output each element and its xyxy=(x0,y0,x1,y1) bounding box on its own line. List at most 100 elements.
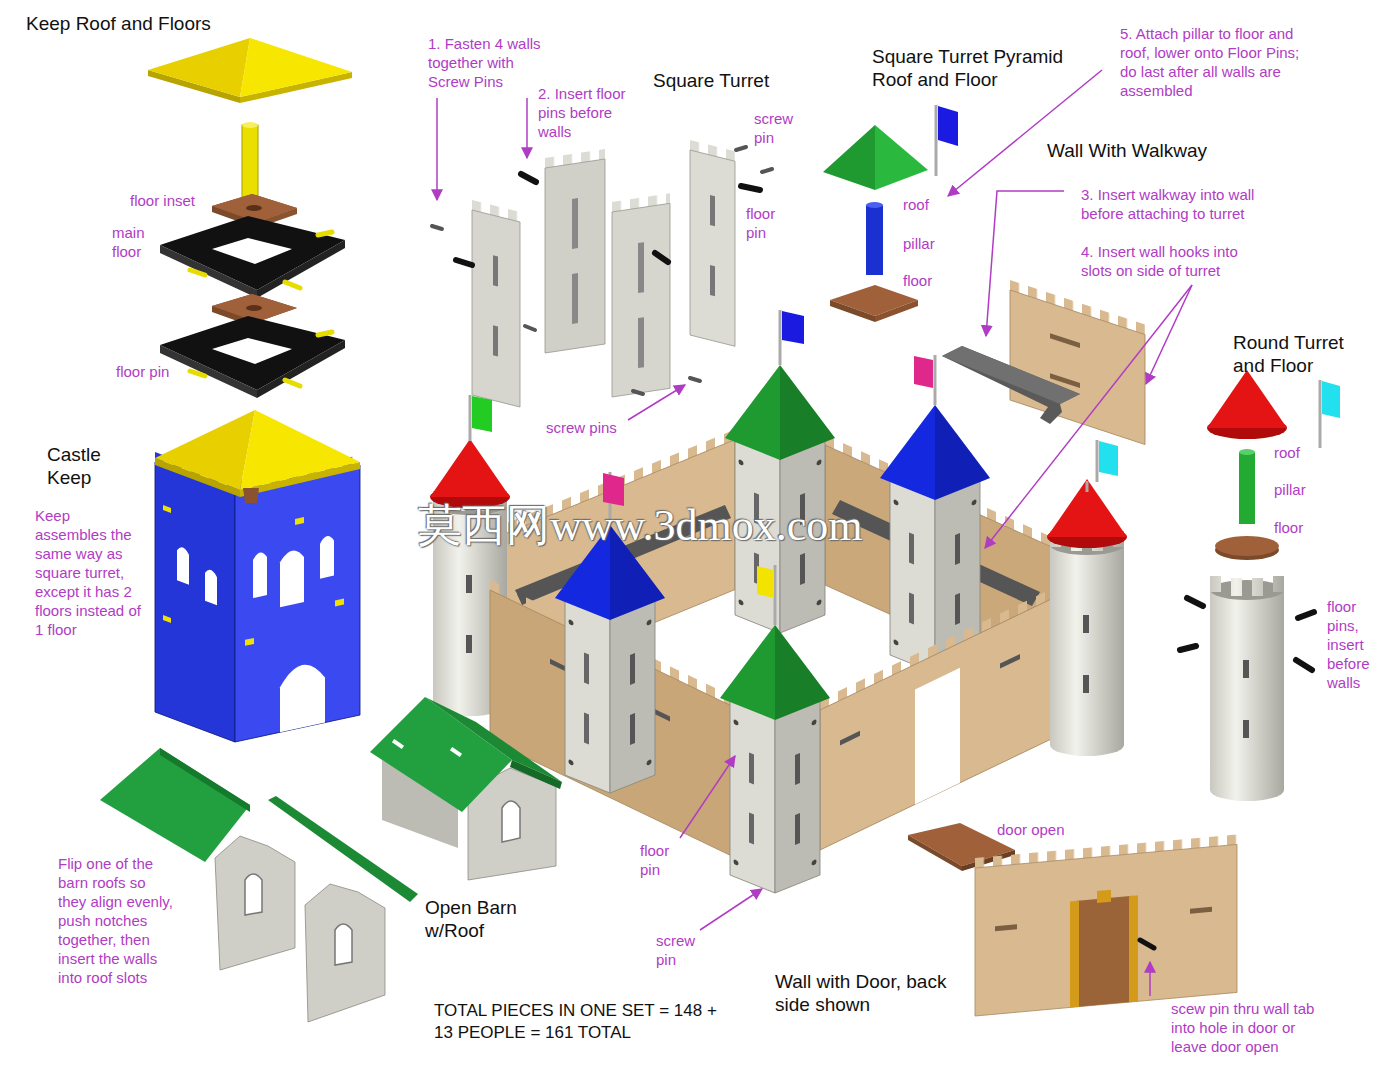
round-turret-parts xyxy=(1215,536,1279,556)
turret-wall-panels xyxy=(612,203,670,397)
callout-note: floor xyxy=(903,271,963,290)
castle-keep xyxy=(320,535,334,579)
watermark: 莫西网www.3dmox.com xyxy=(418,500,862,552)
castle-keep xyxy=(155,462,235,742)
door-wall-parts xyxy=(995,924,1017,931)
leader-lines xyxy=(628,385,685,420)
castle-keep xyxy=(163,505,171,513)
callout-note: screw pins xyxy=(546,418,626,437)
walkway-wall-parts xyxy=(942,280,1145,445)
round-turret-parts xyxy=(1322,381,1340,418)
assembled-castle xyxy=(720,625,830,720)
callout-note: screw pin xyxy=(656,931,704,969)
keep-roof-exploded xyxy=(242,125,258,200)
leader-lines xyxy=(680,756,735,838)
turret-wall-panels xyxy=(493,255,498,286)
turret-wall-panels xyxy=(638,242,644,293)
assembled-castle xyxy=(725,365,835,460)
castle-keep xyxy=(155,452,235,742)
round-turret-parts xyxy=(1298,612,1314,618)
keep-floors-exploded xyxy=(285,380,300,386)
keep-floors-exploded xyxy=(246,205,262,211)
turret-wall-panels xyxy=(710,265,715,296)
door-wall-parts xyxy=(975,834,1237,1016)
turret-wall-panels xyxy=(493,325,498,356)
castle-keep xyxy=(295,517,304,525)
door-wall-parts xyxy=(908,835,962,871)
callout-note: floor pin xyxy=(746,204,791,242)
keep-roof-exploded xyxy=(240,38,352,97)
section-heading: Wall With Walkway xyxy=(1047,139,1247,162)
callout-note: pillar xyxy=(903,234,963,253)
round-turret-parts xyxy=(1296,660,1312,670)
castle-keep xyxy=(335,598,344,606)
castle-keep xyxy=(280,548,304,607)
assembled-castle xyxy=(880,405,990,500)
assembled-castle xyxy=(1000,654,1020,669)
barn-parts xyxy=(100,697,562,1022)
assembled-castle xyxy=(730,690,820,893)
keep-floors-exploded xyxy=(190,270,205,275)
assembled-castle xyxy=(782,311,804,344)
square-turret-roof-parts xyxy=(823,125,875,190)
keep-floors-exploded xyxy=(190,371,205,376)
castle-keep xyxy=(205,568,217,606)
square-turret-roof-parts xyxy=(938,106,958,146)
callout-note: 2. Insert floor pins before walls xyxy=(538,84,638,141)
leader-lines xyxy=(1149,962,1151,996)
door-wall-parts xyxy=(908,823,1237,1016)
section-heading: Square Turret xyxy=(653,69,813,92)
keep-floors-exploded xyxy=(160,345,257,398)
callout-note: pillar xyxy=(1274,480,1324,499)
leader-lines xyxy=(700,889,762,930)
castle-keep xyxy=(240,410,360,490)
assembled-castle xyxy=(915,668,960,805)
section-heading: Keep Roof and Floors xyxy=(26,12,286,35)
keep-floors-exploded xyxy=(246,305,262,311)
castle-keep xyxy=(280,660,325,732)
section-heading: Square Turret Pyramid Roof and Floor xyxy=(872,45,1087,91)
turret-wall-panels xyxy=(521,174,536,182)
leader-lines xyxy=(986,191,1064,336)
assembled-castle xyxy=(840,731,860,746)
turret-wall-panels xyxy=(432,140,772,407)
callout-note: Keep assembles the same way as square tu… xyxy=(35,506,143,639)
round-turret-parts xyxy=(1239,449,1255,455)
assembled-castle xyxy=(1050,531,1124,756)
assembled-castle xyxy=(1086,481,1089,492)
turret-wall-panels xyxy=(432,226,442,229)
turret-wall-panels xyxy=(710,195,715,226)
turret-wall-panels xyxy=(545,149,605,353)
square-turret-roof-parts xyxy=(875,125,928,190)
round-turret-parts xyxy=(1180,370,1340,801)
keep-floors-exploded xyxy=(160,216,345,290)
assembled-castle xyxy=(469,395,472,441)
round-turret-parts xyxy=(1180,646,1196,650)
castle-keep xyxy=(163,615,171,623)
round-turret-parts xyxy=(1210,576,1284,801)
round-turret-parts xyxy=(1187,598,1203,606)
walkway-wall-parts xyxy=(1010,290,1145,445)
section-heading: Round Turret and Floor xyxy=(1233,331,1373,377)
walkway-wall-parts xyxy=(1010,280,1145,445)
turret-wall-panels xyxy=(736,147,746,150)
keep-roof-exploded xyxy=(242,122,258,128)
round-turret-parts xyxy=(1207,370,1287,439)
section-heading: Castle Keep xyxy=(47,443,122,489)
door-wall-parts xyxy=(1140,940,1154,948)
keep-floors-exploded xyxy=(160,316,345,390)
walkway-wall-parts xyxy=(942,346,1080,424)
total-note: TOTAL PIECES IN ONE SET = 148 + 13 PEOPL… xyxy=(434,1000,734,1044)
section-heading: Open Barn w/Roof xyxy=(425,896,540,942)
callout-note: floor pin xyxy=(116,362,186,381)
castle-keep xyxy=(155,410,360,742)
keep-floors-exploded xyxy=(318,232,332,235)
turret-wall-panels xyxy=(545,159,605,353)
assembled-castle xyxy=(430,439,510,508)
turret-wall-panels xyxy=(690,140,735,346)
turret-wall-panels xyxy=(572,198,578,249)
keep-floors-exploded xyxy=(285,282,300,288)
turret-wall-panels xyxy=(525,326,535,330)
barn-parts xyxy=(215,836,295,970)
